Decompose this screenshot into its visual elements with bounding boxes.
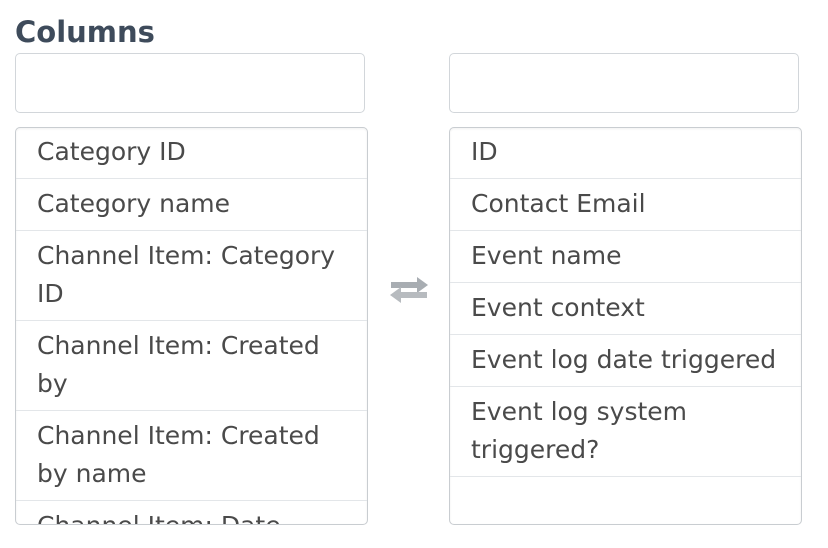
available-columns-search-input[interactable] (15, 53, 365, 113)
list-item[interactable]: Channel Item: Created by name (16, 411, 367, 501)
selected-columns-search-input[interactable] (449, 53, 799, 113)
list-item[interactable]: Contact Email (450, 179, 801, 231)
list-item[interactable]: Event context (450, 283, 801, 335)
list-item[interactable]: Event name (450, 231, 801, 283)
list-item[interactable]: Event log date triggered (450, 335, 801, 387)
list-item[interactable]: ID (450, 128, 801, 179)
selected-columns-list[interactable]: ID Contact Email Event name Event contex… (449, 127, 802, 525)
list-item[interactable]: Channel Item: Created by (16, 321, 367, 411)
list-item[interactable]: Event log system triggered? (450, 387, 801, 477)
section-title: Columns (15, 15, 155, 49)
swap-arrows-icon[interactable] (387, 276, 431, 304)
list-item[interactable]: Category name (16, 179, 367, 231)
list-item[interactable]: Channel Item: Date (16, 501, 367, 524)
list-item[interactable]: Channel Item: Category ID (16, 231, 367, 321)
list-item[interactable]: Category ID (16, 128, 367, 179)
available-columns-list[interactable]: Category ID Category name Channel Item: … (15, 127, 368, 525)
